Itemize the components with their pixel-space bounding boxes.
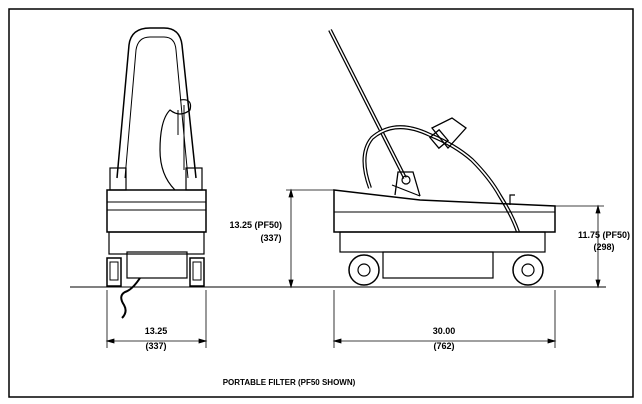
front-caster-left bbox=[106, 257, 122, 287]
side-nozzle-coupler bbox=[428, 128, 450, 150]
side-length-label: 30.00 bbox=[433, 326, 456, 336]
side-pan bbox=[333, 189, 556, 233]
side-pump bbox=[382, 251, 494, 279]
side-length-metric-label: (762) bbox=[433, 341, 454, 351]
drawing-border bbox=[8, 8, 634, 398]
side-view bbox=[328, 29, 556, 286]
side-dimensions bbox=[286, 188, 604, 348]
front-handle-inner bbox=[124, 36, 189, 179]
front-width-dimension bbox=[105, 290, 208, 348]
side-pivot-bracket bbox=[394, 171, 421, 197]
side-left-height-label: 13.25 (PF50) bbox=[229, 220, 282, 230]
side-wheel-left bbox=[348, 254, 380, 286]
front-hose-2 bbox=[177, 105, 185, 170]
side-nozzle bbox=[430, 117, 467, 150]
front-caster-right bbox=[189, 257, 205, 287]
front-view bbox=[106, 27, 207, 319]
front-bracket-right bbox=[185, 167, 203, 191]
side-wheel-right bbox=[512, 254, 544, 286]
front-hose bbox=[159, 99, 192, 191]
side-right-height-metric-label: (298) bbox=[593, 242, 614, 252]
front-handle bbox=[116, 27, 197, 179]
front-power-cord bbox=[120, 277, 141, 319]
side-post bbox=[509, 194, 515, 205]
front-width-label: 13.25 bbox=[145, 326, 168, 336]
side-right-height-label: 11.75 (PF50) bbox=[578, 230, 630, 240]
side-lower-frame bbox=[339, 231, 546, 253]
drawing-caption: PORTABLE FILTER (PF50 SHOWN) bbox=[223, 378, 356, 387]
front-pump bbox=[126, 251, 188, 279]
front-lower-frame bbox=[108, 231, 205, 255]
front-width-metric-label: (337) bbox=[145, 341, 166, 351]
side-left-height-metric-label: (337) bbox=[260, 233, 281, 243]
front-pan bbox=[106, 189, 207, 233]
